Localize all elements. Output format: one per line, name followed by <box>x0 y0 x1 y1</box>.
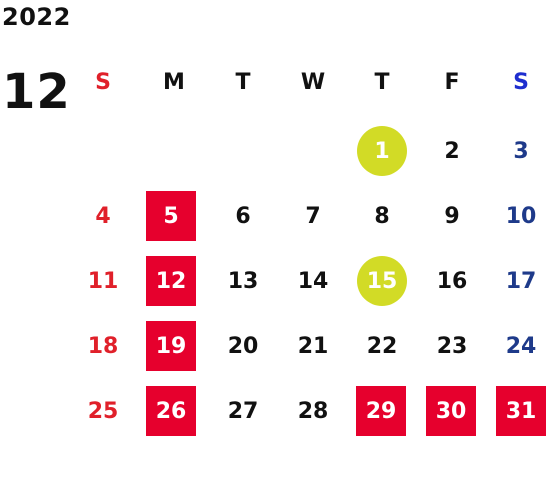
day-cell[interactable]: 22 <box>366 333 398 359</box>
day-cell[interactable]: 7 <box>305 203 321 229</box>
day-cell-saturday[interactable]: 3 <box>513 138 529 164</box>
day-cell-closed[interactable]: 5 <box>146 191 196 241</box>
weekday-wednesday: W <box>300 69 326 95</box>
day-cell-event[interactable]: 1 <box>357 126 407 176</box>
day-cell[interactable]: 9 <box>444 203 460 229</box>
day-cell[interactable]: 8 <box>374 203 390 229</box>
day-cell-saturday[interactable]: 10 <box>505 203 537 229</box>
day-cell[interactable]: 21 <box>297 333 329 359</box>
day-cell-sunday[interactable]: 4 <box>95 203 111 229</box>
day-cell-saturday[interactable]: 17 <box>505 268 537 294</box>
day-cell-sunday[interactable]: 25 <box>87 398 119 424</box>
weekday-tuesday: T <box>235 69 251 95</box>
day-cell[interactable]: 2 <box>444 138 460 164</box>
day-cell-sunday[interactable]: 11 <box>87 268 119 294</box>
day-cell[interactable]: 14 <box>297 268 329 294</box>
weekday-thursday: T <box>374 69 390 95</box>
day-cell[interactable]: 20 <box>227 333 259 359</box>
weekday-friday: F <box>444 69 460 95</box>
day-cell[interactable]: 13 <box>227 268 259 294</box>
day-cell-closed[interactable]: 12 <box>146 256 196 306</box>
year-label: 2022 <box>2 3 71 31</box>
day-cell[interactable]: 27 <box>227 398 259 424</box>
day-cell[interactable]: 6 <box>235 203 251 229</box>
day-cell-event[interactable]: 15 <box>357 256 407 306</box>
weekday-sunday: S <box>95 69 111 95</box>
weekday-monday: M <box>163 69 185 95</box>
day-cell[interactable]: 23 <box>436 333 468 359</box>
day-cell-closed[interactable]: 26 <box>146 386 196 436</box>
day-cell-closed[interactable]: 31 <box>496 386 546 436</box>
day-cell-sunday[interactable]: 18 <box>87 333 119 359</box>
day-cell-saturday[interactable]: 24 <box>505 333 537 359</box>
day-cell-closed[interactable]: 30 <box>426 386 476 436</box>
weekday-saturday: S <box>513 69 529 95</box>
day-cell[interactable]: 16 <box>436 268 468 294</box>
month-number: 12 <box>2 64 71 120</box>
day-cell-closed[interactable]: 19 <box>146 321 196 371</box>
day-cell-closed[interactable]: 29 <box>356 386 406 436</box>
day-cell[interactable]: 28 <box>297 398 329 424</box>
